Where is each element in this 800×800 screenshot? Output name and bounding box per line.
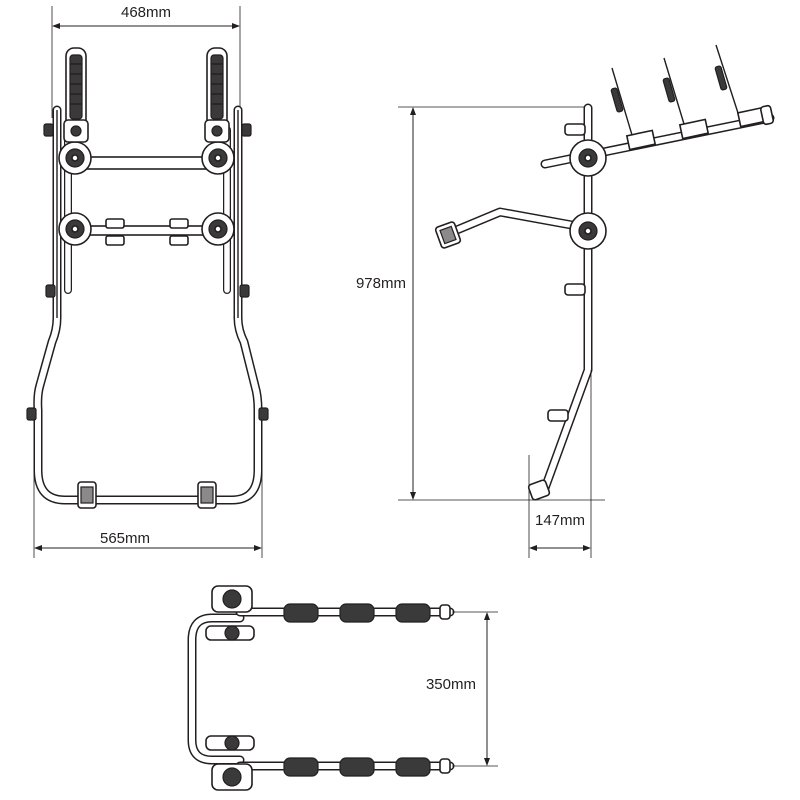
arm-spacing-dimension: 350mm: [426, 611, 498, 767]
side-hooks: [26, 123, 269, 421]
top-upper-arm: [205, 585, 455, 641]
bottom-width-dimension: 565mm: [33, 420, 263, 558]
bottom-pads: [77, 481, 217, 509]
top-view: 350mm: [187, 585, 498, 791]
upper-left-pivot: [58, 141, 92, 175]
side-frame: [540, 103, 593, 493]
side-bottom-pad: [527, 479, 551, 501]
depth-label: 147mm: [535, 512, 585, 529]
side-support-arm: [434, 207, 593, 249]
side-upper-pivot: [569, 139, 607, 177]
top-width-dimension: 468mm: [51, 4, 241, 118]
top-width-label: 468mm: [121, 4, 171, 21]
upper-right-pivot: [201, 141, 235, 175]
side-middle-pivot: [569, 212, 607, 250]
bottom-width-label: 565mm: [100, 530, 150, 547]
side-view-hooks: [547, 123, 586, 422]
top-lower-arm: [205, 735, 455, 791]
middle-right-pivot: [201, 212, 235, 246]
height-label: 978mm: [356, 275, 406, 292]
front-view: 468mm: [26, 4, 269, 558]
height-dimension: 978mm: [356, 106, 605, 501]
arm-spacing-label: 350mm: [426, 676, 476, 693]
middle-crossbar: [85, 218, 209, 246]
side-view: 978mm: [356, 44, 775, 558]
right-upper-strap: [204, 47, 230, 143]
top-frame: [187, 613, 245, 765]
middle-left-pivot: [58, 212, 92, 246]
depth-dimension: 147mm: [528, 370, 592, 558]
upper-crossbar: [85, 156, 209, 170]
left-upper-strap: [63, 47, 89, 143]
